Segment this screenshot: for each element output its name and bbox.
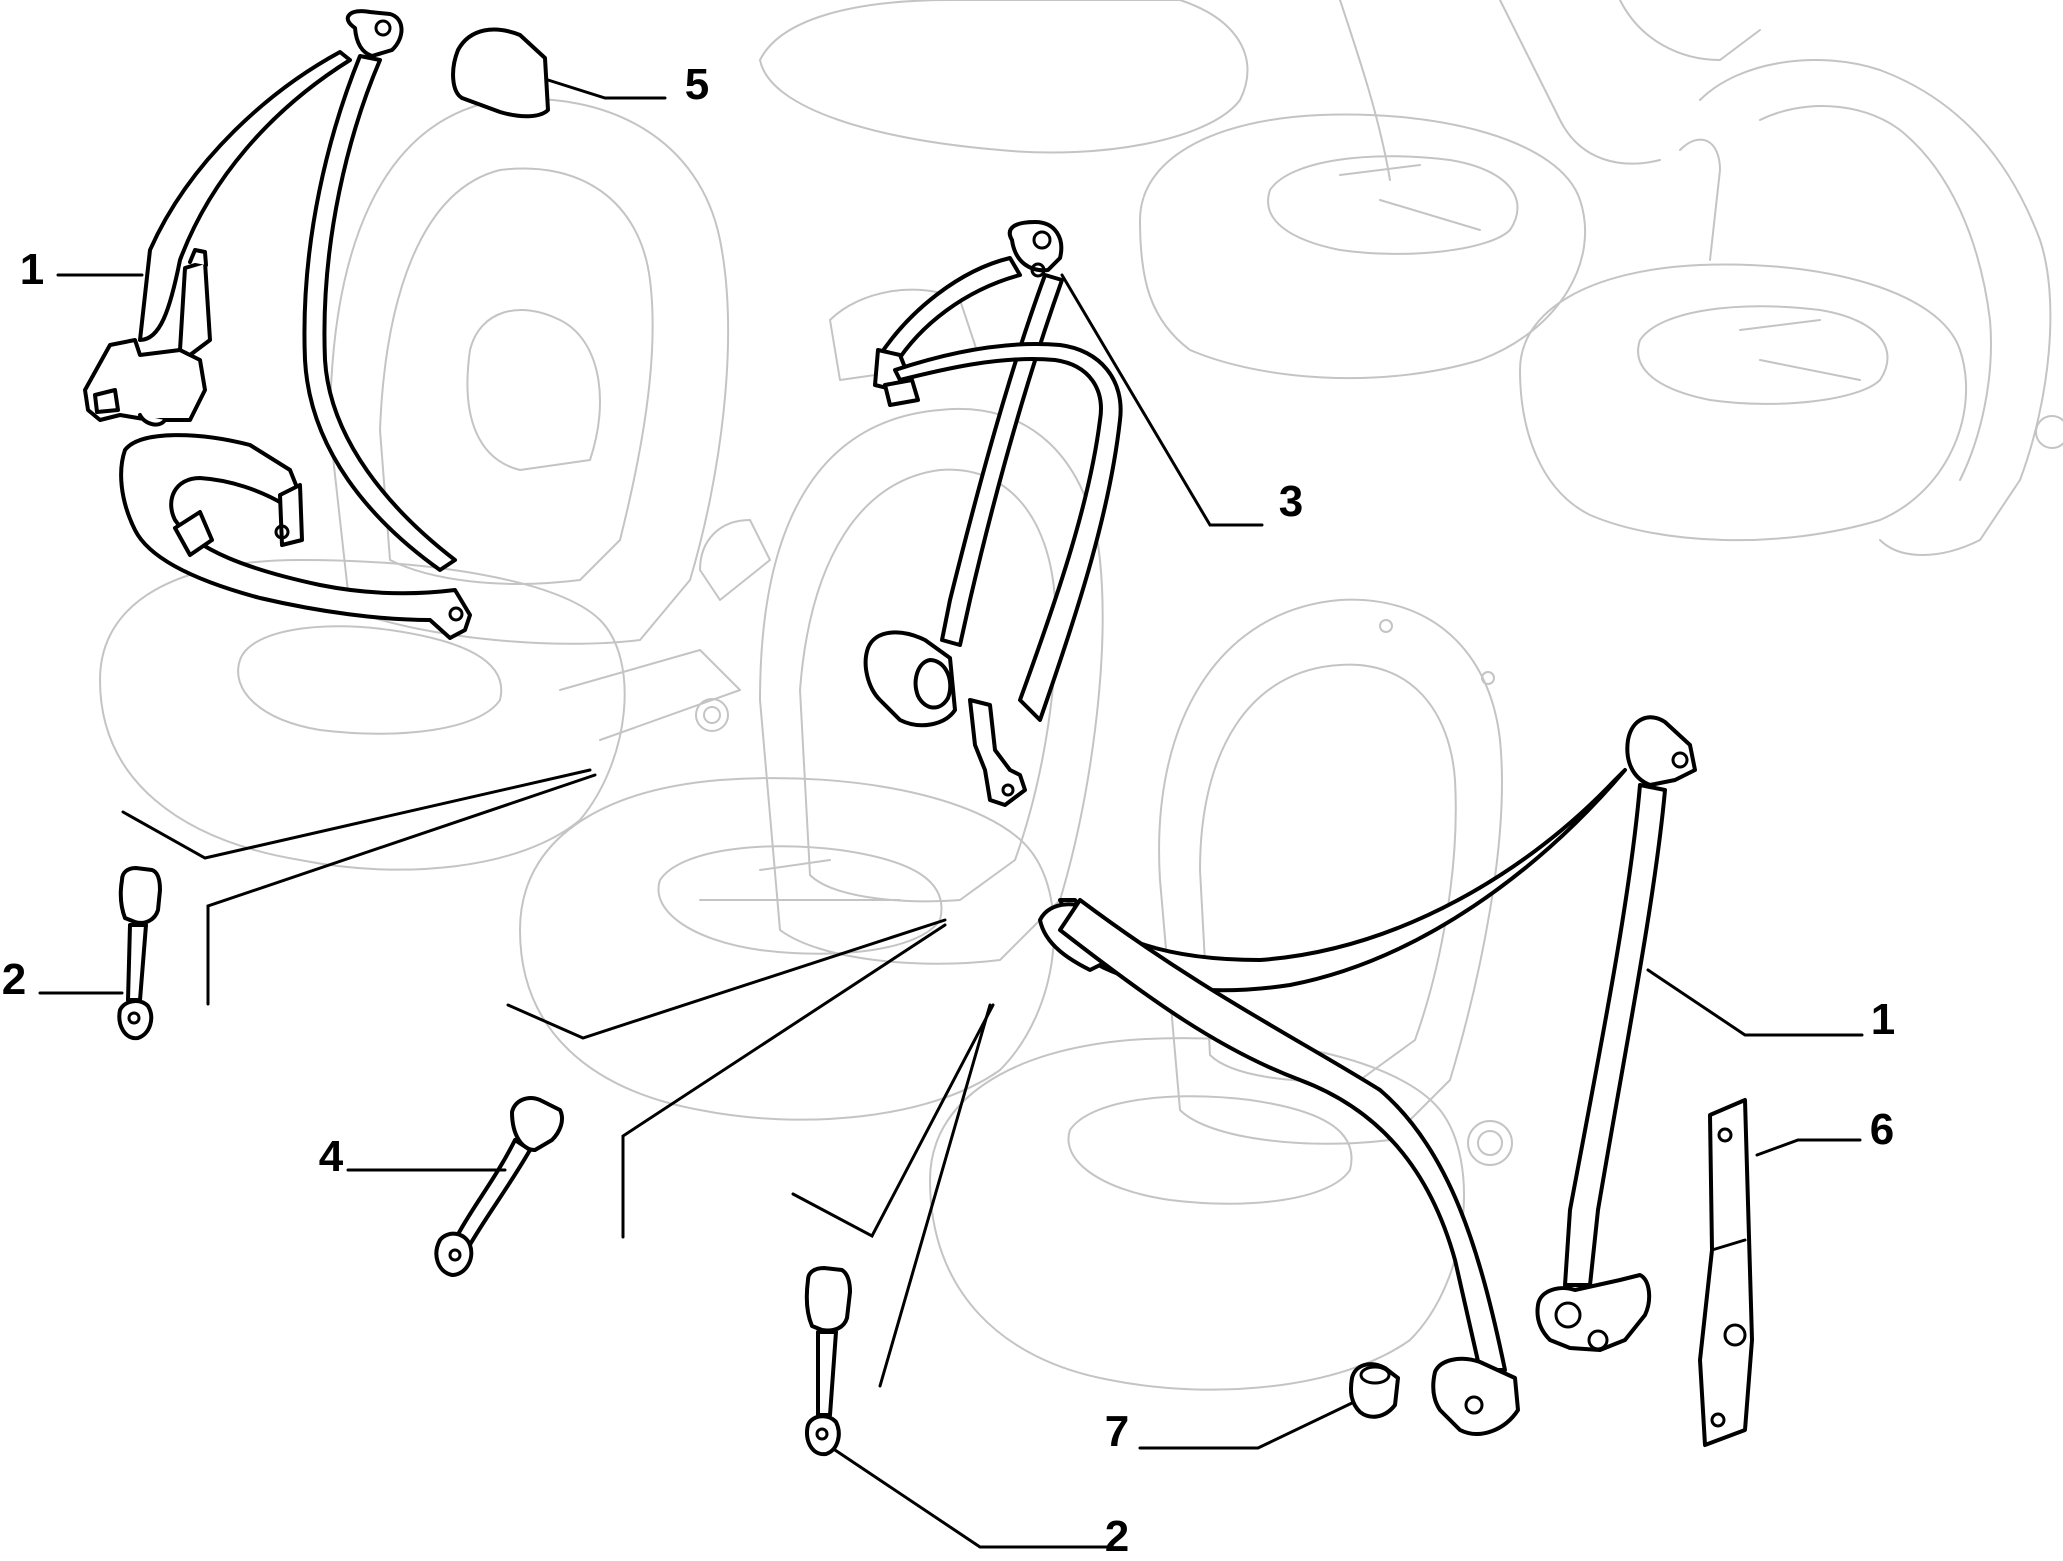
callout-1-rear-right-belt: 1 <box>1870 995 1896 1044</box>
callout-leaders <box>38 78 1864 1549</box>
front-left-seat-backrest <box>329 97 730 645</box>
callout-2-left-buckle: 2 <box>1 955 27 1004</box>
part-6-mounting-bracket <box>1698 1098 1754 1447</box>
callout-4-center-buckle: 4 <box>318 1132 344 1181</box>
seat-outlines <box>99 0 2063 1391</box>
part-4-center-buckle <box>434 1096 564 1277</box>
part-2-right-buckle <box>804 1266 852 1457</box>
callout-5-cover-cap: 5 <box>684 60 710 109</box>
callout-6-mounting-bracket: 6 <box>1869 1105 1895 1154</box>
guide-lines <box>121 768 995 1388</box>
callout-1-front-left-belt: 1 <box>19 245 45 294</box>
part-3-rear-center-seat-belt <box>863 220 1123 807</box>
rear-row-left-seat <box>759 0 1249 154</box>
part-7-spacer-bush <box>1349 1362 1400 1419</box>
part-1-front-left-seat-belt <box>83 9 472 640</box>
part-1-rear-right-seat-belt <box>1038 715 1697 1436</box>
part-5-cover-cap <box>451 27 550 119</box>
rear-row-center-seat <box>1519 263 1968 542</box>
part-2-left-buckle <box>117 866 162 1041</box>
callout-3-rear-center-belt: 3 <box>1278 477 1304 526</box>
rear-right-seat-backrest <box>1158 598 1503 1145</box>
rear-center-seat-cushion <box>519 777 1055 1121</box>
rear-row-backrests <box>1339 0 1761 181</box>
rear-center-seat-backrest <box>759 407 1104 965</box>
callout-2-right-buckle: 2 <box>1104 1512 1130 1561</box>
callout-7-spacer-bush: 7 <box>1104 1407 1130 1456</box>
